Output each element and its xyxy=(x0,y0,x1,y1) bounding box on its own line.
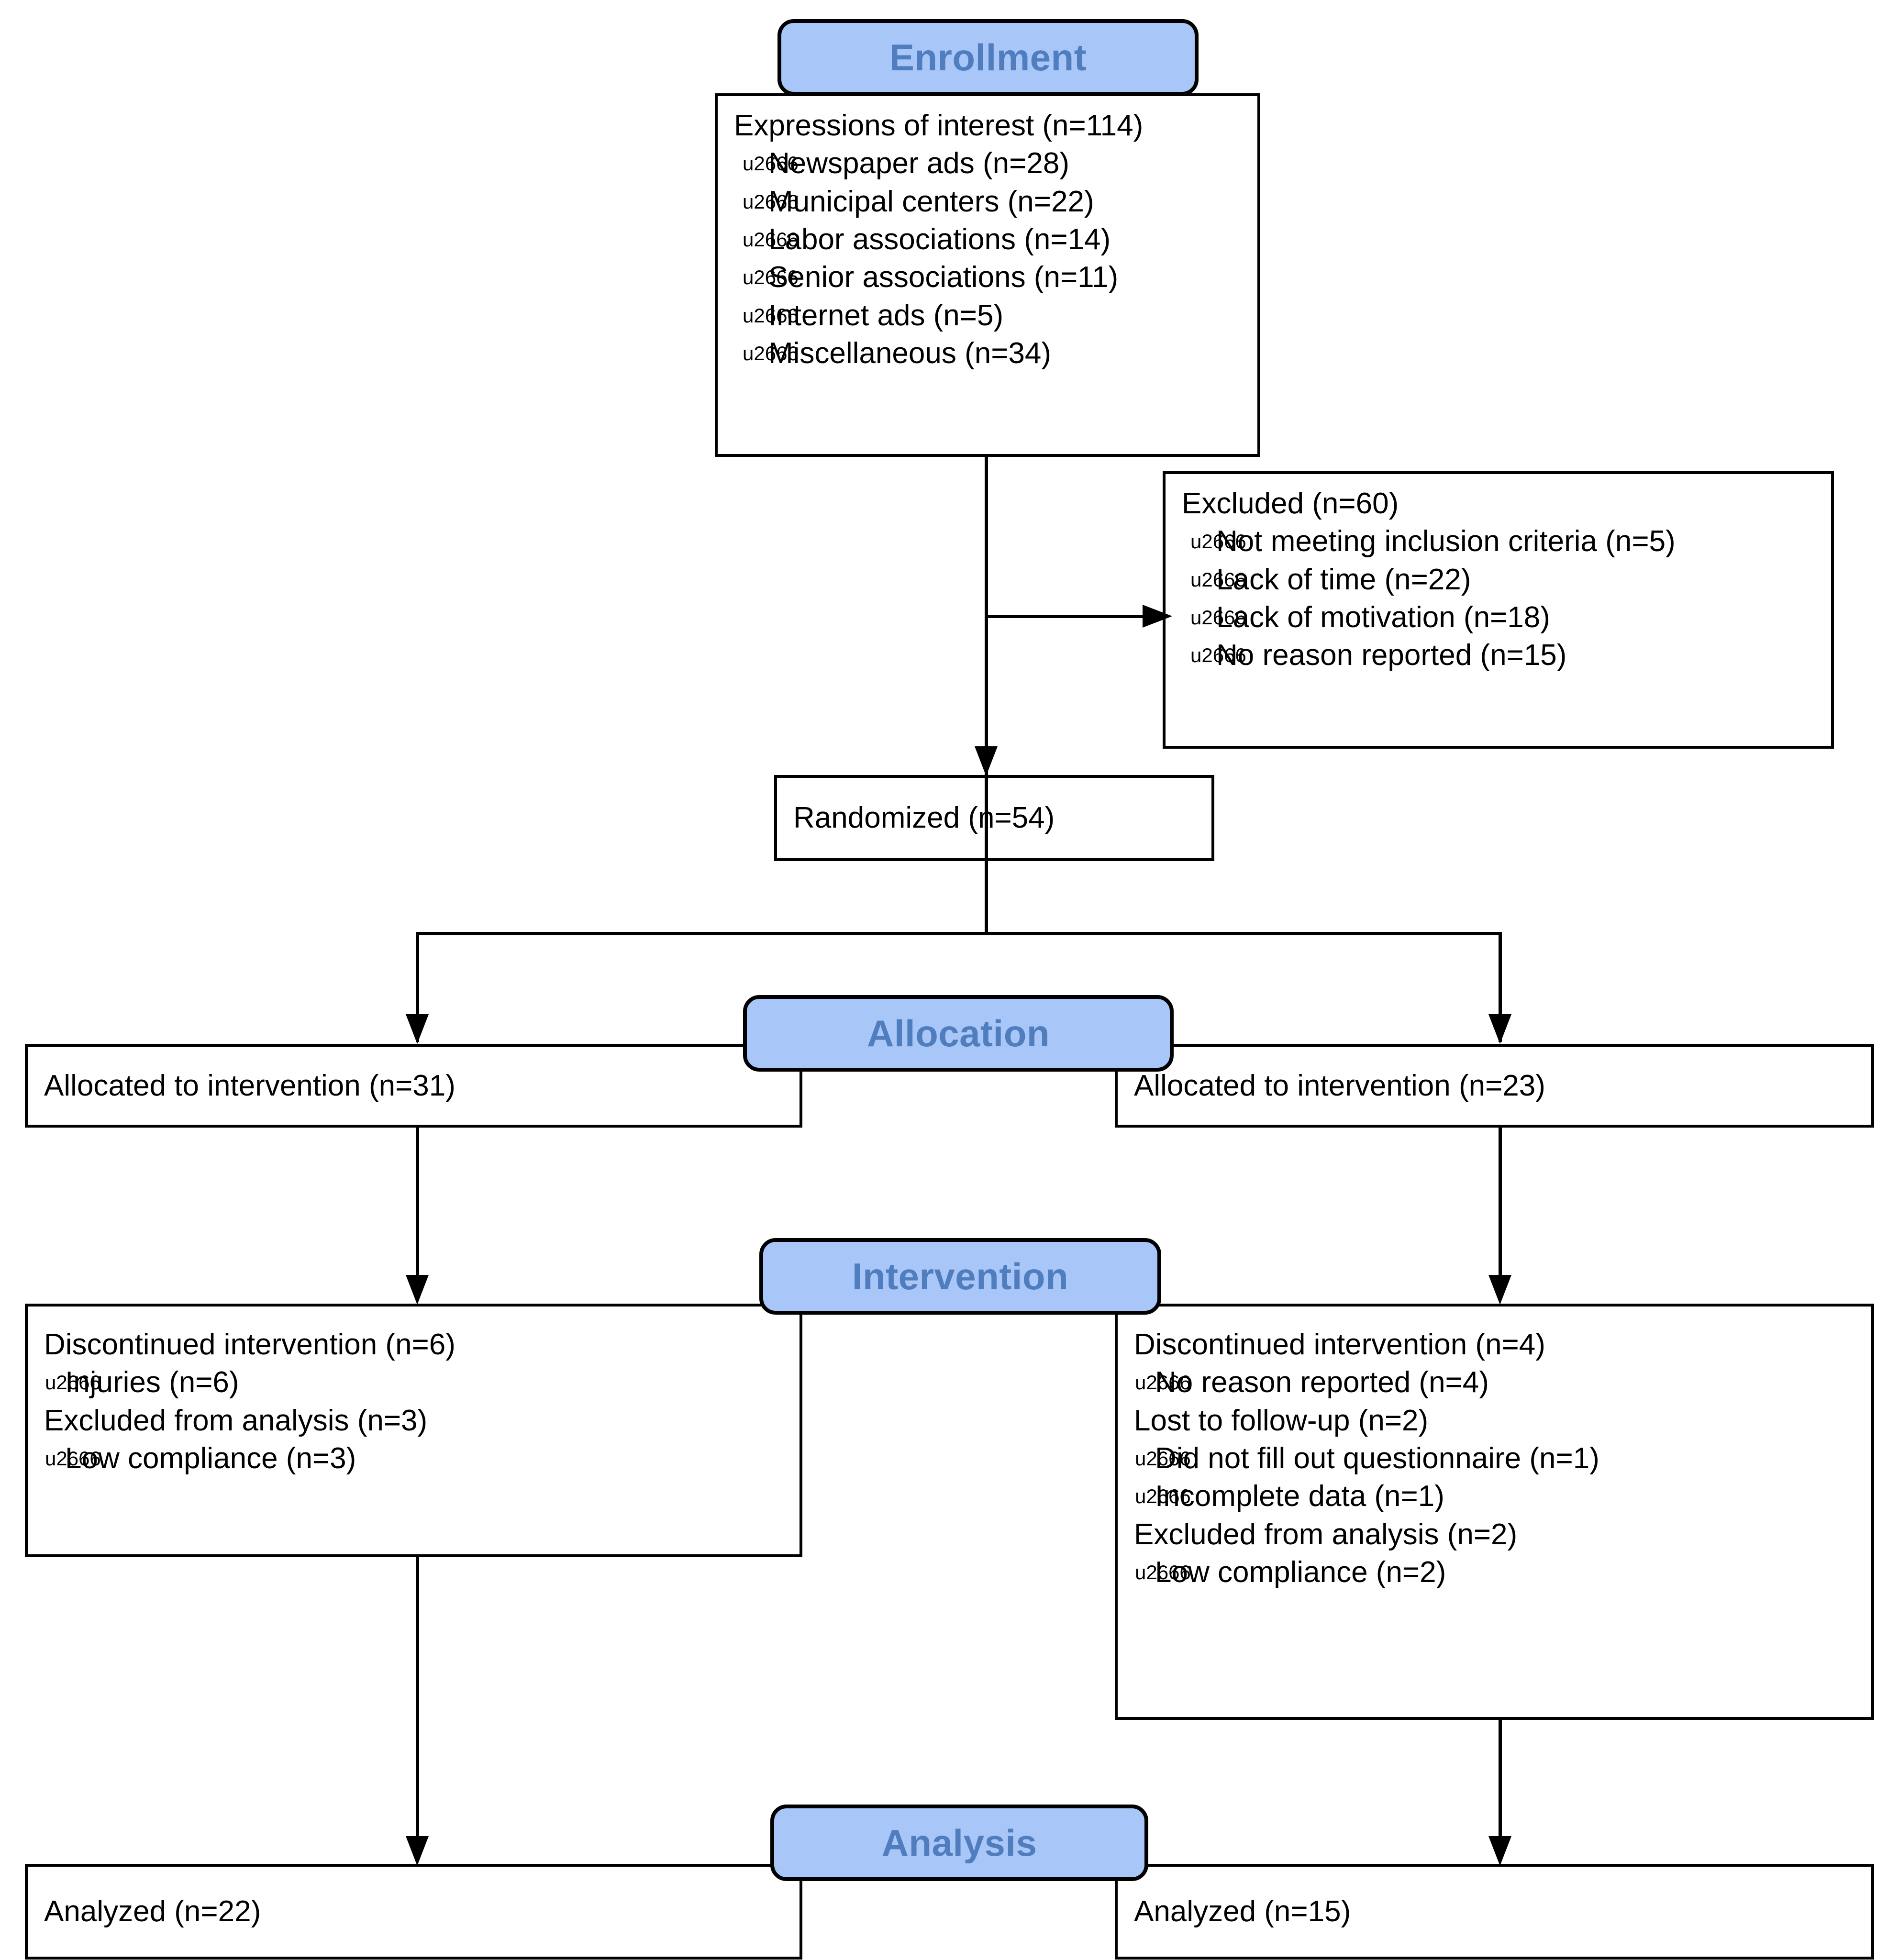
intervention-right-group-0-list: No reason reported (n=4) xyxy=(1134,1363,1857,1402)
arrow-right-analysis xyxy=(1488,1836,1511,1866)
arrow-allocation-right xyxy=(1488,1014,1511,1044)
list-item: Did not fill out questionnaire (n=1) xyxy=(1134,1440,1857,1478)
randomized-heading: Randomized (n=54) xyxy=(793,801,1055,835)
enrollment-box: Expressions of interest (n=114) Newspape… xyxy=(715,93,1260,457)
excluded-reason-list: Not meeting inclusion criteria (n=5) Lac… xyxy=(1182,522,1817,675)
intervention-left-group-1-list: Low compliance (n=3) xyxy=(44,1440,785,1478)
list-item: Injuries (n=6) xyxy=(44,1363,785,1402)
intervention-right-box: Discontinued intervention (n=4) No reaso… xyxy=(1115,1304,1874,1720)
allocation-right-heading: Allocated to intervention (n=23) xyxy=(1134,1069,1545,1102)
connector-right-alloc-to-intervention xyxy=(1499,1128,1502,1290)
intervention-right-group-1-heading: Lost to follow-up (n=2) xyxy=(1134,1404,1429,1437)
list-item: Not meeting inclusion criteria (n=5) xyxy=(1182,522,1817,561)
list-item: Incomplete data (n=1) xyxy=(1134,1477,1857,1516)
arrow-to-randomized xyxy=(975,746,998,776)
connector-left-intervention-to-analysis xyxy=(416,1557,419,1851)
list-item: Labor associations (n=14) xyxy=(734,221,1243,259)
analysis-left-heading: Analyzed (n=22) xyxy=(44,1895,261,1928)
connector-left-alloc-to-intervention xyxy=(416,1128,419,1290)
stage-label-allocation-text: Allocation xyxy=(866,1012,1050,1054)
analysis-right-box: Analyzed (n=15) xyxy=(1115,1864,1874,1960)
stage-label-intervention-text: Intervention xyxy=(852,1255,1069,1297)
intervention-right-group-2-heading: Excluded from analysis (n=2) xyxy=(1134,1517,1518,1551)
connector-allocation-split xyxy=(416,932,1502,935)
analysis-right-heading: Analyzed (n=15) xyxy=(1134,1895,1351,1928)
randomized-box: Randomized (n=54) xyxy=(774,775,1214,861)
intervention-left-group-1-heading: Excluded from analysis (n=3) xyxy=(44,1404,428,1437)
stage-label-analysis: Analysis xyxy=(770,1805,1148,1881)
list-item: Miscellaneous (n=34) xyxy=(734,334,1243,373)
allocation-left-heading: Allocated to intervention (n=31) xyxy=(44,1069,455,1102)
arrow-allocation-left xyxy=(406,1014,429,1044)
list-item: Municipal centers (n=22) xyxy=(734,183,1243,221)
list-item: Internet ads (n=5) xyxy=(734,297,1243,335)
stage-label-enrollment: Enrollment xyxy=(777,19,1199,96)
stage-label-intervention: Intervention xyxy=(759,1238,1161,1315)
analysis-left-box: Analyzed (n=22) xyxy=(25,1864,802,1960)
list-item: No reason reported (n=4) xyxy=(1134,1363,1857,1402)
list-item: Lack of motivation (n=18) xyxy=(1182,598,1817,637)
connector-enrollment-trunk xyxy=(985,457,988,878)
allocation-right-box: Allocated to intervention (n=23) xyxy=(1115,1044,1874,1128)
list-item: No reason reported (n=15) xyxy=(1182,636,1817,675)
intervention-right-group-1-list: Did not fill out questionnaire (n=1) Inc… xyxy=(1134,1440,1857,1516)
intervention-right-group-0-heading: Discontinued intervention (n=4) xyxy=(1134,1328,1545,1361)
arrow-to-excluded xyxy=(1143,605,1172,628)
connector-to-excluded xyxy=(985,615,1143,618)
intervention-left-box: Discontinued intervention (n=6) Injuries… xyxy=(25,1304,802,1557)
stage-label-allocation: Allocation xyxy=(743,995,1174,1072)
list-item: Senior associations (n=11) xyxy=(734,258,1243,297)
intervention-left-group-0-list: Injuries (n=6) xyxy=(44,1363,785,1402)
stage-label-enrollment-text: Enrollment xyxy=(889,36,1087,78)
stage-label-analysis-text: Analysis xyxy=(881,1821,1037,1864)
list-item: Newspaper ads (n=28) xyxy=(734,144,1243,183)
allocation-left-box: Allocated to intervention (n=31) xyxy=(25,1044,802,1128)
excluded-box: Excluded (n=60) Not meeting inclusion cr… xyxy=(1163,471,1834,749)
connector-randomized-stem xyxy=(985,861,988,935)
enrollment-heading: Expressions of interest (n=114) xyxy=(734,109,1144,142)
excluded-heading: Excluded (n=60) xyxy=(1182,487,1399,520)
connector-allocation-right-drop xyxy=(1499,932,1502,1042)
arrow-right-intervention xyxy=(1488,1275,1511,1305)
intervention-right-group-2-list: Low compliance (n=2) xyxy=(1134,1553,1857,1592)
connector-right-intervention-to-analysis xyxy=(1499,1720,1502,1851)
arrow-left-intervention xyxy=(406,1275,429,1305)
arrow-left-analysis xyxy=(406,1836,429,1866)
list-item: Lack of time (n=22) xyxy=(1182,561,1817,599)
enrollment-source-list: Newspaper ads (n=28) Municipal centers (… xyxy=(734,144,1243,373)
connector-allocation-left-drop xyxy=(416,932,419,1042)
list-item: Low compliance (n=3) xyxy=(44,1440,785,1478)
list-item: Low compliance (n=2) xyxy=(1134,1553,1857,1592)
intervention-left-group-0-heading: Discontinued intervention (n=6) xyxy=(44,1328,455,1361)
